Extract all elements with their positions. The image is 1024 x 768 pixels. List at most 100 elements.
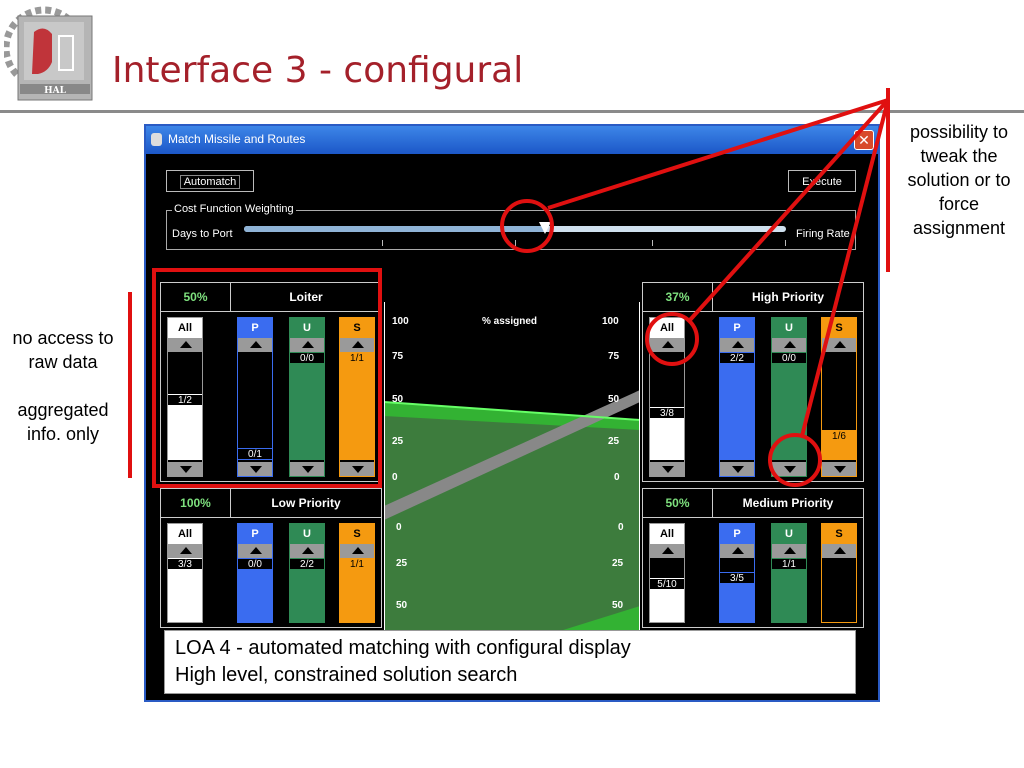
- loiter-line: [384, 401, 640, 421]
- scale-tick-label: 25: [392, 436, 404, 447]
- days-to-port-label: Days to Port: [172, 228, 233, 240]
- scale-tick-label: 75: [608, 351, 620, 362]
- increase-arrow-icon[interactable]: [650, 338, 684, 352]
- scale-tick-label: 75: [392, 351, 404, 362]
- scale-tick-label: 0: [392, 472, 398, 483]
- decrease-arrow-icon[interactable]: [290, 462, 324, 476]
- weighting-slider-thumb[interactable]: [539, 222, 551, 234]
- match-window: Match Missile and Routes ✕ Automatch Exe…: [144, 124, 880, 702]
- assignment-fill: [822, 442, 856, 460]
- column-header: All: [650, 524, 684, 544]
- increase-arrow-icon[interactable]: [238, 544, 272, 558]
- assignment-fill: [340, 352, 374, 460]
- annotation-bar-right: [886, 88, 890, 272]
- assignment-fill: [772, 352, 806, 460]
- increase-arrow-icon[interactable]: [238, 338, 272, 352]
- panel-name: Loiter: [289, 290, 323, 304]
- annotation-aggregated: aggregated info. only: [17, 400, 109, 444]
- caption-line-2: High level, constrained solution search: [175, 664, 518, 686]
- scale-tick-label: 25: [396, 558, 408, 569]
- column-header: S: [822, 318, 856, 338]
- scale-tick-label: 0: [614, 472, 620, 483]
- decrease-arrow-icon[interactable]: [822, 462, 856, 476]
- column-header: P: [238, 524, 272, 544]
- column-header: P: [720, 318, 754, 338]
- scale-tick-label: 0: [396, 522, 402, 533]
- window-titlebar[interactable]: Match Missile and Routes ✕: [146, 126, 878, 154]
- assigned-area: [384, 402, 640, 636]
- increase-arrow-icon[interactable]: [822, 544, 856, 558]
- weighting-slider-fill: [244, 226, 545, 232]
- header-divider: [0, 110, 1024, 113]
- increase-arrow-icon[interactable]: [340, 544, 374, 558]
- increase-arrow-icon[interactable]: [168, 544, 202, 558]
- decrease-arrow-icon[interactable]: [650, 462, 684, 476]
- annotation-tweak: possibility to tweak the solution or to …: [907, 122, 1011, 238]
- hal-logo: HAL: [2, 2, 94, 102]
- automatch-button[interactable]: Automatch: [166, 170, 254, 192]
- scale-tick-label: 25: [608, 436, 620, 447]
- column-s: S: [821, 523, 857, 623]
- close-button[interactable]: ✕: [854, 130, 874, 150]
- increase-arrow-icon[interactable]: [290, 338, 324, 352]
- scale-tick-label: 100: [602, 316, 619, 327]
- slider-tick: [785, 240, 786, 246]
- assignment-fill: [720, 352, 754, 460]
- decrease-arrow-icon[interactable]: [238, 462, 272, 476]
- configural-display: [384, 390, 640, 636]
- panel-percent: 50%: [161, 283, 231, 311]
- column-header: P: [720, 524, 754, 544]
- increase-arrow-icon[interactable]: [650, 544, 684, 558]
- increase-arrow-icon[interactable]: [168, 338, 202, 352]
- column-header: All: [168, 524, 202, 544]
- assignment-ratio: 1/1: [340, 558, 374, 570]
- increase-arrow-icon[interactable]: [340, 338, 374, 352]
- firing-rate-label: Firing Rate: [796, 228, 850, 240]
- percent-assigned-label: % assigned: [482, 316, 538, 327]
- panel-divider: [161, 517, 381, 518]
- decrease-arrow-icon[interactable]: [772, 462, 806, 476]
- scale-tick-label: 50: [612, 600, 624, 611]
- column-header: All: [168, 318, 202, 338]
- increase-arrow-icon[interactable]: [772, 544, 806, 558]
- assignment-ratio: 3/5: [720, 572, 754, 584]
- column-header: P: [238, 318, 272, 338]
- decrease-arrow-icon[interactable]: [340, 462, 374, 476]
- assignment-ratio: 3/3: [168, 558, 202, 570]
- execute-button[interactable]: Execute: [788, 170, 856, 192]
- increase-arrow-icon[interactable]: [290, 544, 324, 558]
- increase-arrow-icon[interactable]: [720, 338, 754, 352]
- assignment-ratio: 1/6: [822, 430, 856, 442]
- decrease-arrow-icon[interactable]: [720, 462, 754, 476]
- panel-divider: [643, 517, 863, 518]
- assignment-ratio: 2/2: [290, 558, 324, 570]
- panel-divider: [161, 311, 381, 312]
- panel-name: High Priority: [751, 290, 824, 304]
- high-priority-band: [384, 390, 640, 520]
- scale-tick-label: 50: [396, 600, 408, 611]
- assignment-fill: [650, 419, 684, 460]
- column-header: U: [290, 318, 324, 338]
- increase-arrow-icon[interactable]: [720, 544, 754, 558]
- assignment-ratio: 0/1: [238, 448, 272, 460]
- increase-arrow-icon[interactable]: [772, 338, 806, 352]
- window-title: Match Missile and Routes: [168, 132, 306, 146]
- increase-arrow-icon[interactable]: [822, 338, 856, 352]
- column-p: P 3/5: [719, 523, 755, 623]
- decrease-arrow-icon[interactable]: [168, 462, 202, 476]
- scale-tick-label: 25: [612, 558, 624, 569]
- assignment-ratio: 3/8: [650, 407, 684, 419]
- column-p: P 2/2: [719, 317, 755, 477]
- assignment-ratio: 1/1: [772, 558, 806, 570]
- caption-box: LOA 4 - automated matching with configur…: [164, 630, 856, 694]
- assignment-ratio: 2/2: [720, 352, 754, 364]
